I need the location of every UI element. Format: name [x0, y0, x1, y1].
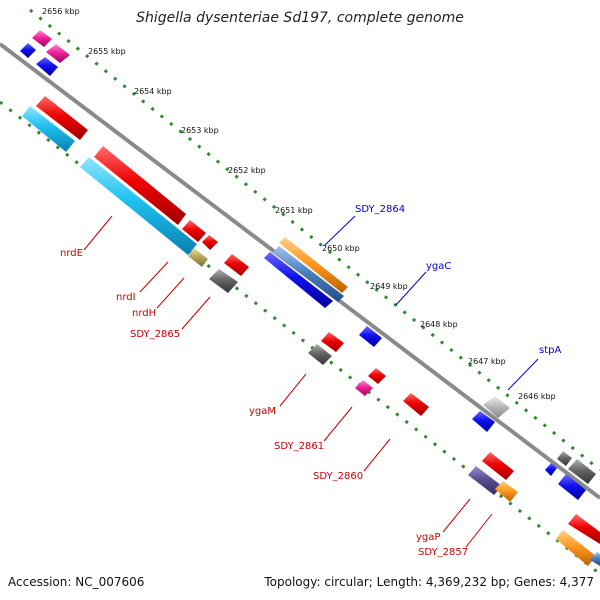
- gene-arrow-red[interactable]: [482, 452, 514, 480]
- leader-line: [442, 498, 471, 533]
- gene-arrow-orange[interactable]: [556, 530, 596, 566]
- leader-line: [395, 271, 427, 306]
- gene-label[interactable]: ygaP: [416, 532, 440, 543]
- leader-line: [279, 373, 307, 407]
- kbp-tick-label: 2647 kbp: [468, 357, 506, 366]
- gene-label[interactable]: stpA: [539, 345, 561, 356]
- leader-line: [181, 296, 211, 330]
- gene-arrow-blue[interactable]: [36, 57, 58, 76]
- gene-arrow-blue[interactable]: [264, 252, 333, 308]
- gene-label[interactable]: ygaM: [249, 406, 276, 417]
- gene-arrow-gray[interactable]: [568, 459, 596, 484]
- leader-line: [139, 261, 169, 293]
- kbp-tick-label: 2651 kbp: [275, 206, 313, 215]
- gene-arrow-light-gray[interactable]: [483, 396, 510, 418]
- forward-genes: [20, 30, 596, 500]
- leader-line: [323, 215, 356, 247]
- gene-arrow-red[interactable]: [202, 235, 218, 250]
- kbp-tick-label: 2653 kbp: [181, 126, 219, 135]
- gene-label[interactable]: SDY_2864: [355, 204, 405, 215]
- gene-arrow-orange[interactable]: [495, 481, 518, 502]
- gene-arrow-red[interactable]: [568, 514, 600, 544]
- gene-arrow-magenta[interactable]: [46, 44, 70, 63]
- gene-label[interactable]: nrdI: [116, 292, 136, 303]
- leader-line: [465, 513, 493, 548]
- leader-line: [507, 358, 539, 391]
- map-title: Shigella dysenteriae Sd197, complete gen…: [136, 10, 464, 26]
- gene-arrow-gray[interactable]: [557, 451, 572, 466]
- leader-line: [363, 438, 391, 472]
- gene-arrow-red[interactable]: [94, 146, 186, 225]
- reverse-genes: [22, 96, 600, 566]
- gene-arrow-red[interactable]: [224, 254, 249, 276]
- scale-track-inner: [0, 100, 600, 576]
- kbp-tick-label: 2654 kbp: [134, 87, 172, 96]
- leader-line: [156, 277, 185, 309]
- gene-arrow-red[interactable]: [182, 220, 206, 242]
- gene-arrow-blue[interactable]: [545, 463, 557, 476]
- gene-arrow-red[interactable]: [36, 96, 88, 140]
- gene-arrow-cyan[interactable]: [80, 157, 197, 255]
- gene-arrow-olive[interactable]: [188, 248, 208, 267]
- gene-arrow-gray[interactable]: [209, 269, 238, 293]
- gene-arrow-blue[interactable]: [359, 326, 382, 347]
- gene-arrow-steel[interactable]: [273, 246, 344, 302]
- gene-label[interactable]: ygaC: [426, 261, 451, 272]
- kbp-tick-label: 2649 kbp: [370, 282, 408, 291]
- gene-label[interactable]: SDY_2860: [313, 471, 363, 482]
- gene-arrow-red[interactable]: [321, 332, 344, 352]
- gene-arrow-blue[interactable]: [472, 411, 495, 432]
- kbp-tick-label: 2652 kbp: [228, 166, 266, 175]
- gene-arrow-red[interactable]: [368, 368, 386, 384]
- gene-arrow-steel[interactable]: [590, 552, 600, 566]
- accession-text: Accession: NC_007606: [8, 575, 144, 589]
- gene-arrow-blue[interactable]: [558, 474, 586, 500]
- gene-arrow-orange[interactable]: [279, 237, 348, 293]
- gene-arrow-magenta[interactable]: [32, 30, 52, 47]
- gene-arrow-cyan[interactable]: [22, 106, 75, 152]
- scale-track-outer: [29, 8, 600, 472]
- footer-backdrop: [0, 572, 600, 600]
- leader-line: [323, 406, 353, 442]
- leader-line: [83, 215, 113, 251]
- gene-label[interactable]: SDY_2861: [274, 441, 324, 452]
- label-leaders: [83, 215, 539, 548]
- gene-label[interactable]: SDY_2857: [418, 547, 468, 558]
- gene-label[interactable]: nrdE: [60, 248, 83, 259]
- gene-arrow-slate[interactable]: [468, 466, 502, 495]
- title-backdrop: [138, 6, 462, 26]
- genome-summary: Topology: circular; Length: 4,369,232 bp…: [263, 575, 594, 589]
- gene-label[interactable]: SDY_2865: [130, 329, 180, 340]
- gene-arrow-gray[interactable]: [308, 344, 332, 365]
- kbp-tick-label: 2655 kbp: [88, 47, 126, 56]
- gene-arrow-blue[interactable]: [20, 43, 36, 58]
- gene-label[interactable]: nrdH: [132, 308, 156, 319]
- kbp-tick-label: 2648 kbp: [420, 320, 458, 329]
- kbp-tick-label: 2650 kbp: [322, 244, 360, 253]
- kbp-tick-label: 2656 kbp: [42, 7, 80, 16]
- gene-arrow-magenta[interactable]: [355, 380, 373, 396]
- kbp-tick-label: 2646 kbp: [518, 392, 556, 401]
- gene-arrow-red[interactable]: [403, 393, 429, 416]
